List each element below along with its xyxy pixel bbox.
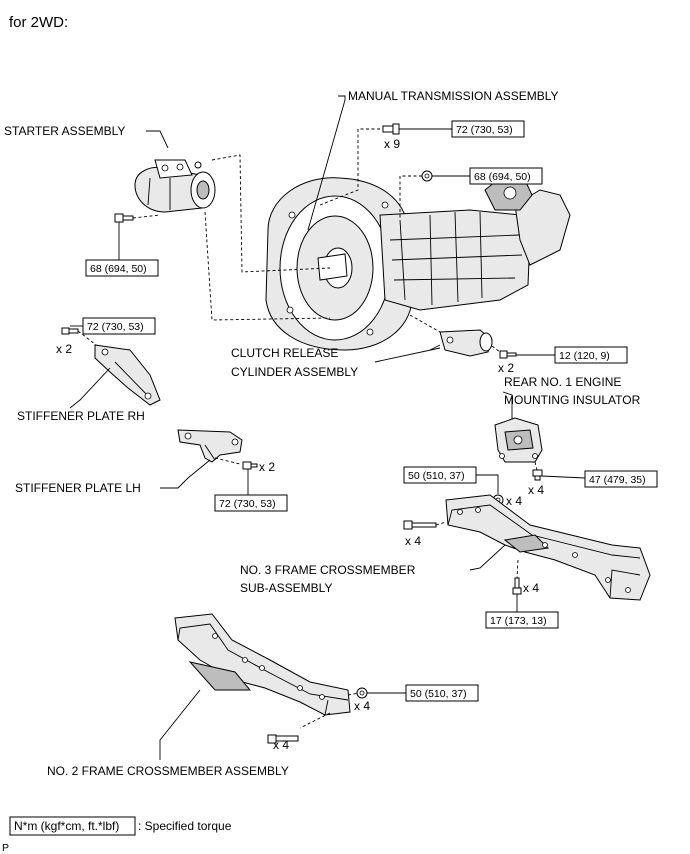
- clutch-release-cylinder-drawing: [429, 329, 493, 357]
- qty-stiff-rh: x 2: [56, 342, 72, 356]
- crossmember2-drawing: [174, 613, 351, 716]
- cm3-side-bolt: [403, 520, 437, 530]
- torque-box-insulator: [584, 470, 658, 488]
- qty-clutch: x 2: [498, 361, 514, 375]
- qty-cm2-bolt: x 4: [273, 738, 289, 752]
- qty-insulator: x 4: [528, 483, 544, 497]
- torque-cm3-nut: 50 (510, 37): [408, 470, 465, 482]
- starter-bolt: [114, 213, 134, 223]
- stiffener-lh-label: STIFFENER PLATE LH: [15, 481, 141, 495]
- transmission-nut: [421, 170, 433, 182]
- qty-cm3-nut: x 4: [506, 494, 522, 508]
- transmission-bolt: [382, 123, 400, 135]
- starter-drawing: [134, 159, 216, 213]
- torque-clutch: 12 (120, 9): [559, 350, 610, 362]
- insulator-drawing: [494, 417, 543, 463]
- clutch-label-1: CLUTCH RELEASE: [231, 346, 338, 360]
- crossmember3-drawing: [445, 494, 651, 601]
- cm3-bottom-bolt: [512, 577, 522, 595]
- manual-transmission-drawing: [265, 177, 571, 351]
- insulator-label-1: REAR NO. 1 ENGINE: [504, 375, 621, 389]
- clutch-bolt: [499, 350, 517, 359]
- insulator-label-2: MOUNTING INSULATOR: [504, 393, 641, 407]
- stiffener-bolt-rh: [61, 327, 79, 335]
- qty-cm2-nut: x 4: [354, 699, 370, 713]
- cm3-label-2: SUB-ASSEMBLY: [240, 581, 332, 595]
- torque-box-trans-nut: [469, 167, 543, 185]
- torque-box-starter: [85, 259, 159, 277]
- qty-cm3-side: x 4: [405, 534, 421, 548]
- torque-cm2-nut: 50 (510, 37): [410, 688, 467, 700]
- cm3-label-1: NO. 3 FRAME CROSSMEMBER: [240, 563, 416, 577]
- clutch-label-2: CYLINDER ASSEMBLY: [231, 365, 358, 379]
- stiffener-bolt-lh: [242, 461, 258, 470]
- torque-cm3-bolt: 17 (173, 13): [490, 615, 547, 627]
- stiffener-plate-rh-drawing: [94, 344, 161, 406]
- page-heading: for 2WD:: [9, 14, 68, 31]
- torque-box-stiff-lh: [214, 494, 288, 512]
- torque-box-trans-top: [451, 120, 525, 138]
- stiffener-plate-lh-drawing: [177, 429, 243, 463]
- legend-unit: N*m (kgf*cm, ft.*lbf): [14, 819, 119, 833]
- torque-box-clutch: [554, 346, 628, 364]
- torque-stiff-lh: 72 (730, 53): [219, 498, 276, 510]
- stiffener-rh-label: STIFFENER PLATE RH: [17, 409, 145, 423]
- torque-trans-nut: 68 (694, 50): [474, 171, 531, 183]
- torque-box-cm3-bolt: [485, 611, 559, 629]
- cm2-label: NO. 2 FRAME CROSSMEMBER ASSEMBLY: [47, 764, 289, 778]
- torque-stiff-rh: 72 (730, 53): [87, 321, 144, 333]
- starter-label: STARTER ASSEMBLY: [4, 124, 125, 138]
- legend-box: [9, 816, 136, 836]
- torque-insulator: 47 (479, 35): [589, 474, 646, 486]
- qty-trans-top: x 9: [384, 137, 400, 151]
- manual-transmission-leader: [307, 95, 346, 231]
- insulator-nut: [532, 469, 543, 481]
- torque-box-stiff-rh: [82, 317, 156, 335]
- manual-transmission-label: MANUAL TRANSMISSION ASSEMBLY: [348, 89, 559, 103]
- qty-stiff-lh: x 2: [259, 460, 275, 474]
- cm2-bolt: [267, 734, 299, 744]
- footer-mark: P: [2, 842, 9, 854]
- torque-box-cm2-nut: [405, 684, 479, 702]
- qty-cm3-bolt: x 4: [523, 581, 539, 595]
- cm2-nut: [356, 687, 368, 699]
- torque-trans-top: 72 (730, 53): [456, 124, 513, 136]
- torque-starter: 68 (694, 50): [90, 263, 147, 275]
- legend-text: : Specified torque: [138, 819, 232, 833]
